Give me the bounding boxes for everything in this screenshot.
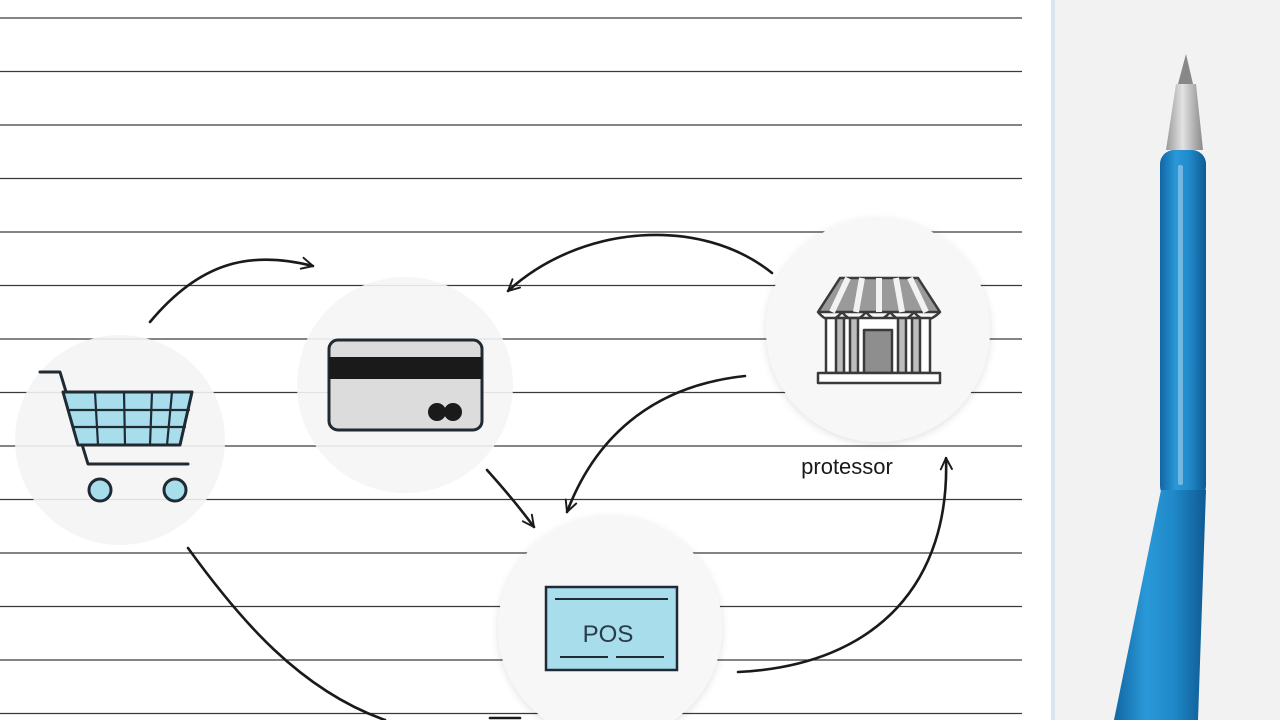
processor-label: protessor — [801, 454, 893, 479]
shopping-cart-icon — [38, 370, 194, 503]
page-edge — [1051, 0, 1055, 720]
credit-card-icon — [327, 338, 484, 432]
pos-terminal-icon: POS — [544, 585, 679, 672]
arrow-card-to-pos — [485, 468, 536, 529]
arrow-processor-to-card — [506, 233, 774, 293]
storefront-icon — [816, 276, 942, 385]
pos-label: POS — [583, 621, 634, 648]
pen-icon — [1114, 54, 1206, 720]
arrow-pos-to-processor — [736, 456, 953, 674]
arrow-cart-to-pos — [186, 546, 387, 720]
arrow-cart-to-card — [148, 256, 315, 324]
arrow-processor-to-pos — [564, 374, 747, 514]
